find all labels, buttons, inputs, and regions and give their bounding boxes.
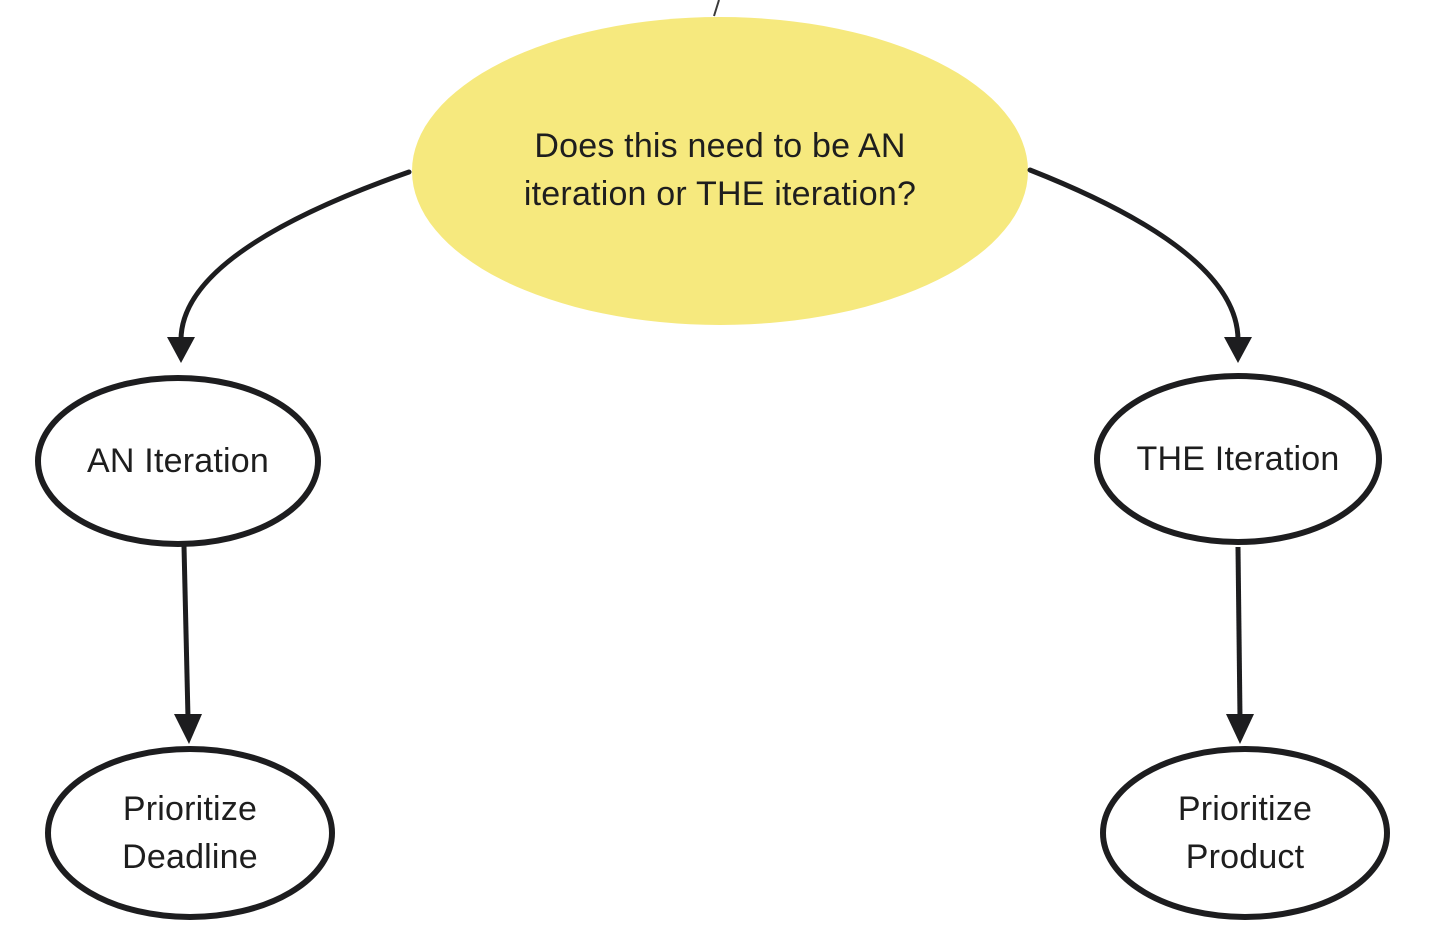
- node-the-iteration-ellipse: [1094, 373, 1382, 545]
- edge-root-to-an-iteration-arrow: [167, 169, 412, 363]
- edge-an-iteration-to-prioritize-deadline-line: [181, 545, 191, 719]
- edge-root-to-the-iteration-line: [1027, 167, 1241, 343]
- top-tick-line: [713, 0, 720, 17]
- edge-the-iteration-to-prioritize-product-arrow: [1226, 546, 1254, 744]
- edge-root-to-the-iteration-arrowhead: [1224, 337, 1252, 363]
- node-an-iteration-ellipse: [35, 375, 321, 547]
- edge-the-iteration-to-prioritize-product-arrowhead: [1226, 714, 1254, 744]
- node-prioritize-product-ellipse: [1100, 746, 1390, 920]
- edge-root-to-an-iteration-arrowhead: [167, 337, 195, 363]
- edge-root-to-an-iteration-line: [178, 169, 412, 343]
- edge-the-iteration-to-prioritize-product-line: [1235, 546, 1243, 719]
- node-prioritize-deadline-ellipse: [45, 746, 335, 920]
- edge-an-iteration-to-prioritize-deadline-arrowhead: [174, 714, 202, 744]
- node-root-ellipse: [412, 17, 1028, 325]
- edge-an-iteration-to-prioritize-deadline-arrow: [174, 545, 202, 744]
- edge-root-to-the-iteration-arrow: [1027, 167, 1252, 363]
